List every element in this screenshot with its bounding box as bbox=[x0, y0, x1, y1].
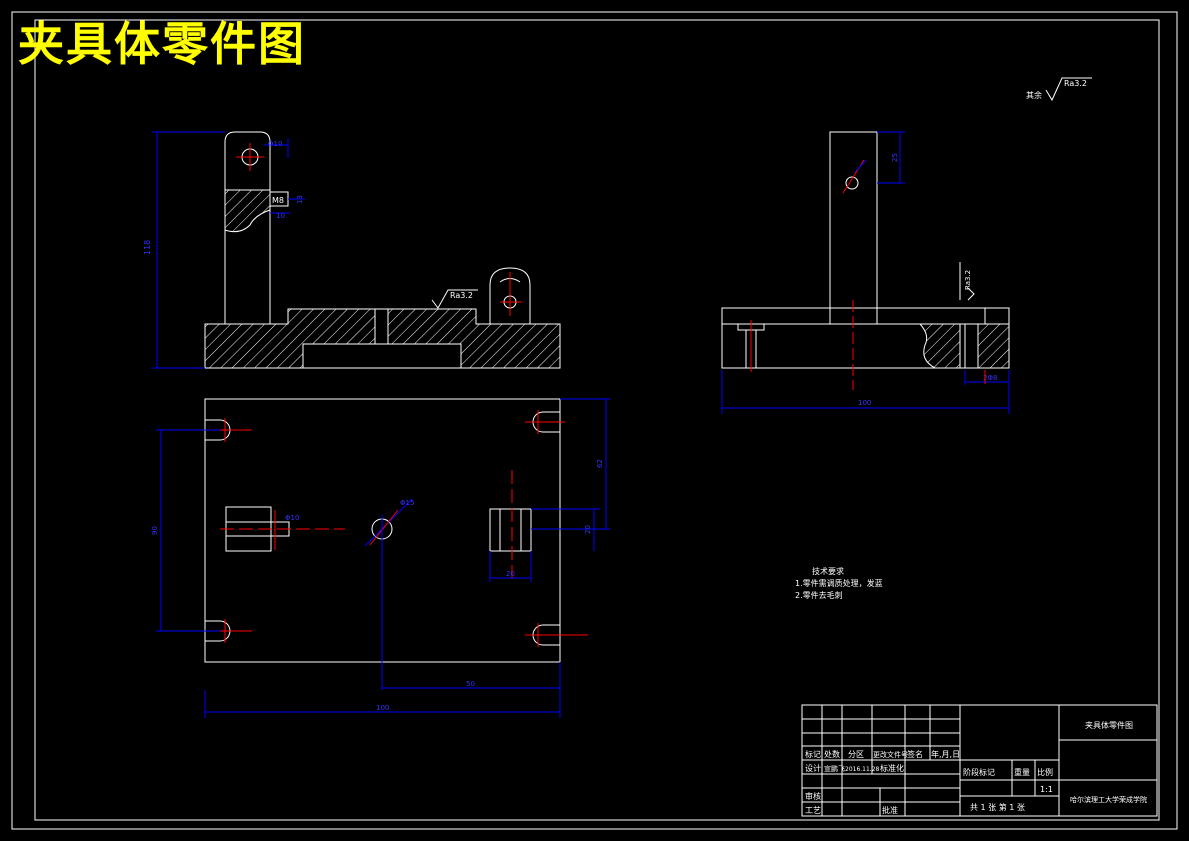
tb-review-label: 审核 bbox=[805, 791, 821, 801]
tb-school: 哈尔滨理工大学荣成学院 bbox=[1070, 795, 1147, 804]
tech-heading: 技术要求 bbox=[812, 566, 844, 576]
roughness-other-label: 其余 bbox=[1026, 90, 1042, 100]
front-view: M8 Ra3.2 118 Φ10 10 13 bbox=[143, 131, 561, 369]
tb-weight: 重量 bbox=[1014, 767, 1030, 777]
tb-design-label: 设计 bbox=[805, 763, 821, 773]
dim-plan-20: 20 bbox=[506, 570, 515, 578]
tb-zone: 分区 bbox=[848, 750, 864, 759]
drawing-title: 夹具体零件图 bbox=[18, 17, 306, 71]
tb-stage: 阶段标记 bbox=[963, 767, 995, 777]
tb-mark: 标记 bbox=[805, 749, 821, 759]
dim-plan-bottom-20: 20 bbox=[584, 525, 592, 534]
dim-plan-phi10: Φ10 bbox=[285, 514, 299, 522]
dim-plan-90: 90 bbox=[151, 526, 159, 535]
outer-border bbox=[11, 11, 1178, 830]
side-roughness: Ra3.2 bbox=[964, 270, 972, 290]
dim-plan-100: 100 bbox=[376, 704, 389, 712]
tb-designer: 宣鹏飞 bbox=[824, 764, 845, 773]
tech-item-2: 2.零件去毛刺 bbox=[795, 590, 843, 600]
dim-side-25: 25 bbox=[891, 153, 899, 162]
tb-sheet: 共 1 张 第 1 张 bbox=[970, 802, 1025, 812]
side-view: 25 Ra3.2 100 2Φ8 bbox=[721, 131, 1010, 414]
tb-count: 处数 bbox=[824, 749, 840, 759]
tb-std-label: 标准化 bbox=[880, 763, 904, 773]
dim-10: 10 bbox=[276, 212, 285, 220]
svg-text:M8: M8 bbox=[272, 196, 284, 205]
dim-side-small: 2Φ8 bbox=[983, 374, 997, 382]
tb-scale: 1:1 bbox=[1040, 785, 1053, 794]
dim-plan-62: 62 bbox=[596, 459, 604, 468]
tb-approve-label: 批准 bbox=[882, 805, 898, 815]
plan-view: Φ10 Φ15 20 62 20 90 50 100 bbox=[151, 398, 610, 718]
tb-design-date: 2016.11.28 bbox=[845, 766, 880, 773]
tech-requirements: 技术要求 1.零件需调质处理，发蓝 2.零件去毛刺 bbox=[795, 566, 883, 600]
dim-plan-50: 50 bbox=[466, 680, 475, 688]
tb-sign: 签名 bbox=[907, 749, 923, 759]
tb-scale-label: 比例 bbox=[1037, 767, 1053, 777]
tb-change: 更改文件号 bbox=[873, 750, 908, 759]
dim-13: 13 bbox=[296, 195, 304, 204]
title-block: 标记 处数 分区 更改文件号 签名 年,月,日 设计 宣鹏飞 2016.11.2… bbox=[801, 704, 1158, 817]
front-roughness: Ra3.2 bbox=[450, 291, 473, 300]
tb-process-label: 工艺 bbox=[805, 806, 821, 815]
dim-front-height: 118 bbox=[143, 240, 152, 255]
tb-part-name: 夹具体零件图 bbox=[1085, 720, 1133, 730]
tb-date: 年,月,日 bbox=[931, 749, 960, 759]
inner-border bbox=[34, 19, 1160, 821]
dim-plan-phi15: Φ15 bbox=[400, 499, 414, 507]
tech-item-1: 1.零件需调质处理，发蓝 bbox=[795, 578, 883, 588]
dim-hole1: Φ10 bbox=[268, 140, 282, 148]
global-roughness: 其余 Ra3.2 bbox=[1026, 77, 1092, 102]
roughness-value: Ra3.2 bbox=[1064, 79, 1087, 88]
dim-side-width: 100 bbox=[858, 399, 871, 407]
